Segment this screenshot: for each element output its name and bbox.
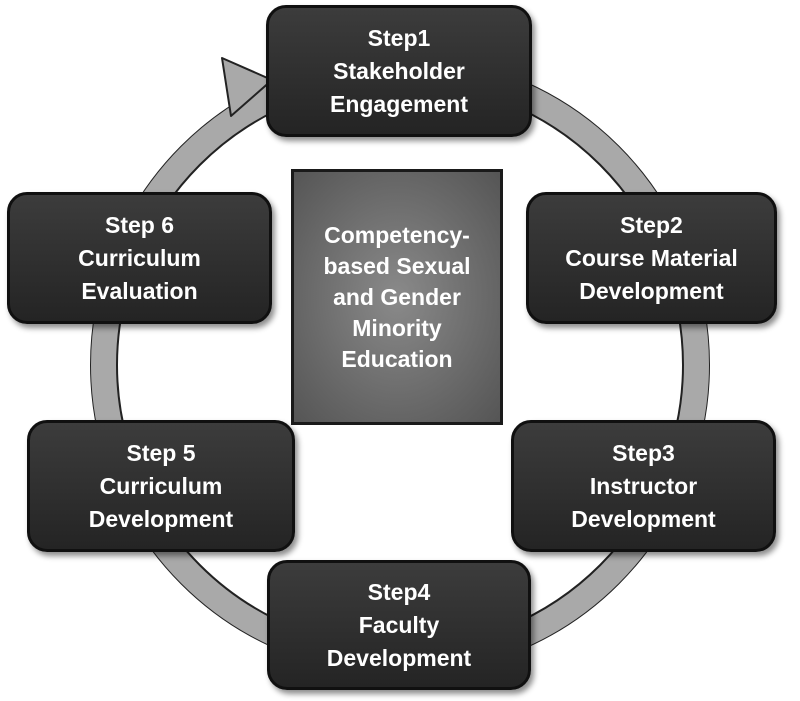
step-4-title-line1: Faculty <box>358 611 440 638</box>
center-line-5: Education <box>341 345 453 372</box>
step-4-box: Step4 Faculty Development <box>267 560 531 690</box>
step-6-box: Step 6 Curriculum Evaluation <box>7 192 272 324</box>
step-6-title-line1: Curriculum <box>78 244 201 271</box>
step-6-title-line2: Evaluation <box>81 277 198 304</box>
center-line-1: Competency- <box>324 221 470 248</box>
step-1-number: Step1 <box>367 24 431 51</box>
center-line-3: and Gender <box>333 283 461 310</box>
step-6-number: Step 6 <box>104 211 175 238</box>
step-3-title-line2: Development <box>571 505 716 532</box>
center-concept-box: Competency- based Sexual and Gender Mino… <box>291 169 503 425</box>
step-1-box: Step1 Stakeholder Engagement <box>266 5 532 137</box>
step-2-title-line1: Course Material <box>565 244 738 271</box>
step-5-title-line2: Development <box>88 505 234 532</box>
step-5-title-line1: Curriculum <box>99 472 223 499</box>
step-2-box: Step2 Course Material Development <box>526 192 777 324</box>
step-3-box: Step3 Instructor Development <box>511 420 776 552</box>
step-5-number: Step 5 <box>126 439 196 466</box>
step-1-title-line1: Stakeholder <box>333 57 465 84</box>
step-5-box: Step 5 Curriculum Development <box>27 420 295 552</box>
center-line-2: based Sexual <box>323 252 471 279</box>
step-2-title-line2: Development <box>579 277 724 304</box>
center-line-4: Minority <box>352 314 442 341</box>
cycle-arrow-head <box>221 57 273 117</box>
step-2-number: Step2 <box>620 211 683 238</box>
step-3-title-line1: Instructor <box>589 472 698 499</box>
step-4-number: Step4 <box>367 578 431 605</box>
step-3-number: Step3 <box>612 439 675 466</box>
step-1-title-line2: Engagement <box>329 90 469 117</box>
step-4-title-line2: Development <box>326 644 472 671</box>
